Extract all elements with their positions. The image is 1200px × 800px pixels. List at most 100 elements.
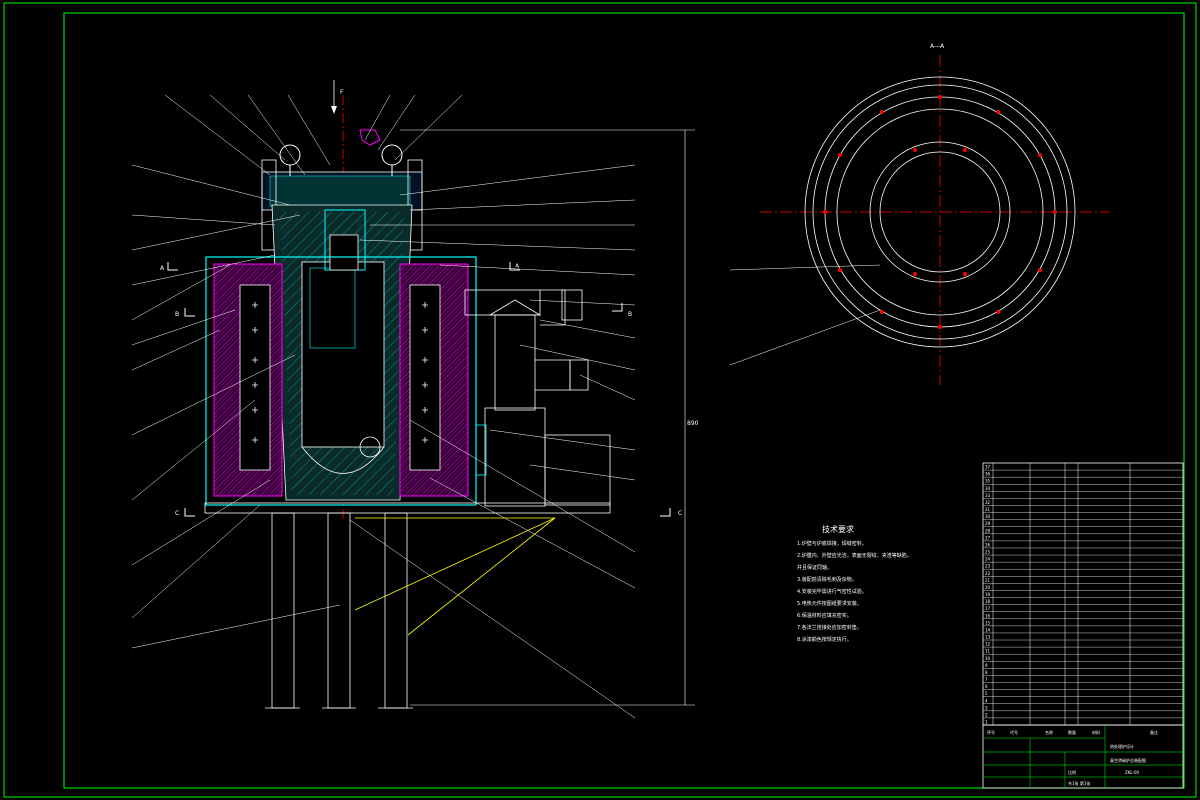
- main-section-view: F: [131, 80, 699, 719]
- vertical-pipe: [494, 314, 536, 411]
- bom-row-number: 33: [985, 493, 991, 498]
- section-cut-lines: [167, 262, 671, 517]
- pump-body: [484, 407, 546, 507]
- outer-border: [3, 2, 1197, 798]
- bom-row-number: 4: [985, 698, 988, 703]
- tech-note-line: 1.炉壁与炉底焊接，焊缝密封。: [797, 540, 867, 547]
- section-mark-a-right: A: [515, 263, 520, 270]
- leader-lines: [131, 94, 636, 719]
- bom-row-number: 12: [985, 642, 991, 647]
- bom-row-number: 14: [985, 627, 991, 632]
- brace-lines: [354, 517, 556, 636]
- bom-row-number: 7: [985, 677, 988, 682]
- bill-of-materials: 3736353433323130292827262524232221201918…: [982, 462, 1184, 726]
- tech-note-line: 3.装配前清除毛刺及杂物。: [797, 576, 857, 583]
- bom-row-number: 20: [985, 585, 991, 590]
- bom-row-number: 37: [985, 465, 991, 470]
- tech-note-line: 8.涂漆颜色按规定执行。: [797, 636, 852, 643]
- bom-row-number: 19: [985, 592, 991, 597]
- bom-frame: [982, 462, 1184, 726]
- section-mark-c-left: C: [175, 510, 179, 517]
- ring-leader-1: [729, 264, 881, 271]
- bom-row-number: 5: [985, 691, 988, 696]
- bom-row-number: 29: [985, 521, 991, 526]
- view-arrow-f-head: [331, 106, 337, 114]
- sheet-label: 共1张 第1张: [1068, 780, 1090, 786]
- section-mark-a-left: A: [160, 265, 165, 272]
- bom-header-cell: 名称: [1045, 729, 1053, 735]
- bom-row-number: 34: [985, 486, 991, 491]
- tech-note-line: 6.保温材料应填充密实。: [797, 612, 852, 619]
- outer-shell: [205, 256, 477, 506]
- arrow-f-label: F: [340, 89, 344, 96]
- fixture-core: [329, 234, 359, 271]
- eye-bolt-left: [279, 144, 301, 166]
- ring-bolt-holes: [823, 95, 1057, 329]
- top-flange-hatch: [269, 175, 411, 207]
- tech-notes-heading: 技术要求: [822, 524, 854, 534]
- ring-inner-1: [869, 141, 1011, 283]
- bom-row-number: 13: [985, 635, 991, 640]
- tech-note-line: 5.电热元件按图纸要求安装。: [797, 600, 862, 607]
- retort-chamber: [301, 261, 385, 448]
- bom-row-number: 25: [985, 550, 991, 555]
- bom-row-number: 2: [985, 712, 988, 717]
- section-mark-b-left: B: [175, 311, 179, 318]
- pipe-side-flange: [475, 424, 487, 476]
- bom-row-number: 36: [985, 472, 991, 477]
- bom-row-number: 24: [985, 557, 991, 562]
- bom-header-cell: 备注: [1150, 729, 1158, 735]
- bom-columns: [992, 463, 1131, 725]
- retort-bottom-cap: [359, 436, 381, 458]
- drawing-title: 热处理炉设计: [1110, 743, 1134, 749]
- ring-mid: [836, 108, 1044, 316]
- view-a-a-label: A—A: [930, 43, 945, 50]
- bom-row-number: 9: [985, 663, 988, 668]
- pipe-elbow: [540, 289, 566, 326]
- bom-row-number: 8: [985, 670, 988, 675]
- bom-header-cell: 数量: [1068, 729, 1076, 735]
- tech-note-line: 2.炉膛内、外壁应光洁，表面无裂纹、夹渣等缺陷，: [797, 552, 912, 559]
- drawing-number: ZKL-00: [1125, 770, 1140, 775]
- bom-row-number: 30: [985, 514, 991, 519]
- section-view-a-a: A—A: [729, 43, 1110, 385]
- base-plate: [204, 502, 611, 514]
- top-valve: [359, 129, 381, 146]
- pump-motor: [544, 434, 611, 506]
- bom-row-number: 21: [985, 578, 991, 583]
- tech-note-line: 并且保证同轴。: [797, 564, 832, 571]
- bom-rows: 3736353433323130292827262524232221201918…: [983, 465, 1183, 726]
- bom-row-number: 1: [985, 720, 988, 725]
- bom-header-cell: 序号: [987, 729, 995, 735]
- bom-row-number: 32: [985, 500, 991, 505]
- support-legs: [265, 512, 413, 709]
- section-mark-b-right: B: [628, 311, 632, 318]
- tech-note-line: 4.安装完毕需进行气密性试验。: [797, 588, 867, 595]
- title-block-grid: [983, 725, 1183, 788]
- bom-row-number: 10: [985, 656, 991, 661]
- inner-border: [63, 12, 1185, 789]
- eye-bolt-right: [381, 144, 403, 166]
- bom-row-number: 16: [985, 613, 991, 618]
- title-block-frame: [982, 724, 1184, 789]
- ring-leader-2: [729, 309, 881, 366]
- ring-outer-2: [812, 84, 1068, 340]
- flange-valve-lower: [569, 359, 589, 391]
- drawing-title-main: 真空渗碳炉总装配图: [1110, 757, 1146, 763]
- valve-cap: [488, 299, 542, 316]
- bom-row-number: 23: [985, 564, 991, 569]
- bom-row-number: 11: [985, 649, 991, 654]
- bom-header-cell: 代号: [1010, 729, 1018, 735]
- pipe-branch: [535, 359, 571, 391]
- bom-row-number: 27: [985, 535, 991, 540]
- ring-outer-1: [804, 76, 1076, 348]
- title-block: 序号 代号 名称 数量 材料 备注 热处理炉设计 真空渗碳炉总装配图 ZKL-0…: [982, 724, 1184, 789]
- heating-element-markers: [252, 302, 428, 443]
- technical-notes: 技术要求 1.炉壁与炉底焊接，焊缝密封。 2.炉膛内、外壁应光洁，表面无裂纹、夹…: [797, 524, 912, 643]
- bom-row-number: 22: [985, 571, 991, 576]
- section-mark-c-right: C: [678, 510, 682, 517]
- bom-row-number: 18: [985, 599, 991, 604]
- bom-header-cell: 材料: [1092, 729, 1100, 735]
- retort-bottom: [301, 446, 385, 474]
